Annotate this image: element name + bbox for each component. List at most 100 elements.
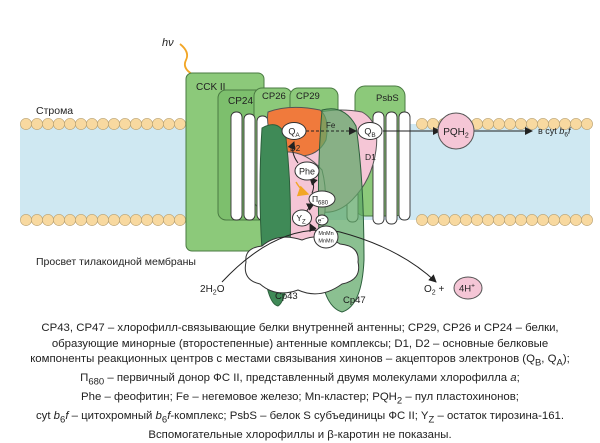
lipid-head (537, 214, 549, 226)
lipid-head (152, 118, 164, 130)
qa-label: QA (288, 127, 300, 140)
lipid-head (427, 214, 439, 226)
qb-label: QB (364, 127, 375, 140)
lipid-head (438, 214, 450, 226)
lipid-head (119, 214, 131, 226)
lipid-head (526, 118, 538, 130)
lipid-head (53, 214, 65, 226)
lipid-head (86, 118, 98, 130)
lipid-head (548, 214, 560, 226)
cyt-b6f-label: в cyt b6f (538, 126, 572, 139)
cp29-label: CP29 (296, 91, 320, 102)
psbs-label: PsbS (376, 93, 399, 104)
lipid-head (141, 118, 153, 130)
lipid-head (75, 118, 87, 130)
d1-label: D1 (365, 152, 376, 162)
caption-line: Вспомогательные хлорофиллы и β-каротин н… (148, 428, 452, 441)
pqh2-pool (437, 112, 475, 150)
lipid-head (152, 214, 164, 226)
lipid-head (75, 214, 87, 226)
p680-label: П680 (312, 194, 329, 207)
caption-line: образующие минорные (второстепенные) ант… (51, 337, 549, 350)
lipid-head (482, 214, 494, 226)
water-oxidation-arc (221, 229, 437, 283)
caption-line: CP43, CP47 – хлорофилл-связывающие белки… (41, 322, 559, 334)
lipid-head (163, 118, 175, 130)
lipid-head (471, 214, 483, 226)
qa-site (281, 122, 307, 140)
lipid-head (174, 118, 186, 130)
oxygen-label: O2 + (424, 284, 444, 297)
d2-label: D2 (290, 144, 301, 153)
lipid-head (493, 118, 505, 130)
lipid-head (515, 214, 527, 226)
lipid-head (42, 214, 54, 226)
lumen-label: Просвет тилакоидной мембраны (36, 256, 196, 268)
lipid-head (570, 118, 582, 130)
lipid-head (97, 214, 109, 226)
lipid-head (504, 214, 516, 226)
phe-site (294, 161, 320, 181)
lipid-head (108, 118, 120, 130)
lipid-head (174, 214, 186, 226)
lipid-head (130, 214, 142, 226)
lipid-heads-bottom (20, 214, 593, 226)
fe-label: Fe (326, 121, 336, 130)
lipid-head (581, 214, 593, 226)
mn-cluster-line1: MnMn (318, 231, 333, 237)
cp26-label: CP26 (262, 91, 286, 102)
lipid-head (108, 214, 120, 226)
cp47-label: Cp47 (343, 295, 366, 306)
lipid-head (515, 118, 527, 130)
lipid-head (130, 118, 142, 130)
lipid-head (53, 118, 65, 130)
lipid-head (482, 118, 494, 130)
pqh2-label: PQH2 (443, 127, 469, 140)
phe-to-qa-arrow (287, 141, 299, 164)
mn-cluster-line2: MnMn (318, 239, 333, 245)
lipid-head (64, 118, 76, 130)
water-label: 2H2O (200, 284, 225, 297)
cp43-label: Cp43 (275, 291, 298, 302)
lipid-head (64, 214, 76, 226)
mn-cluster (313, 225, 339, 249)
caption-line: Phe – феофитин; Fe – негемовое железо; M… (81, 390, 519, 407)
figure-caption: CP43, CP47 – хлорофилл-связывающие белки… (12, 321, 588, 443)
lipid-head (20, 118, 32, 130)
electron-site (315, 214, 329, 226)
lipid-head (449, 214, 461, 226)
lipid-head (416, 118, 428, 130)
lipid-head (570, 214, 582, 226)
cp24-label: CP24 (228, 96, 253, 107)
light-label: hν (162, 37, 174, 49)
lipid-head (460, 214, 472, 226)
caption-line: компоненты реакционных центров с местами… (30, 353, 570, 369)
lipid-head (42, 118, 54, 130)
lipid-head (504, 118, 516, 130)
extrinsic-proteins (244, 236, 360, 295)
yz-site (292, 209, 312, 227)
caption-line: cyt b6f – цитохромный b6f-комплекс; PsbS… (35, 409, 565, 426)
lipid-head (97, 118, 109, 130)
lipid-head (493, 214, 505, 226)
lipid-head (141, 214, 153, 226)
stroma-label: Строма (36, 105, 73, 117)
lipid-head (427, 118, 439, 130)
caption-line: П680 – первичный донор ФС II, представле… (80, 372, 520, 388)
protons-circle (453, 276, 483, 300)
p680-site (308, 190, 336, 208)
cck2-label: CCK II (196, 82, 225, 93)
phe-label: Phe (299, 167, 315, 177)
lipid-head (119, 118, 131, 130)
yz-label: YZ (296, 213, 306, 226)
lipid-head (163, 214, 175, 226)
lipid-head (416, 214, 428, 226)
lipid-head (559, 214, 571, 226)
protons-label: 4H+ (459, 283, 475, 295)
lipid-head (86, 214, 98, 226)
lipid-head (31, 118, 43, 130)
photosystem-ii-diagram: Строма Просвет тилакоидной мембраны hν C… (20, 37, 593, 313)
lipid-head (31, 214, 43, 226)
lipid-head (581, 118, 593, 130)
electron-label: e– (318, 216, 325, 225)
